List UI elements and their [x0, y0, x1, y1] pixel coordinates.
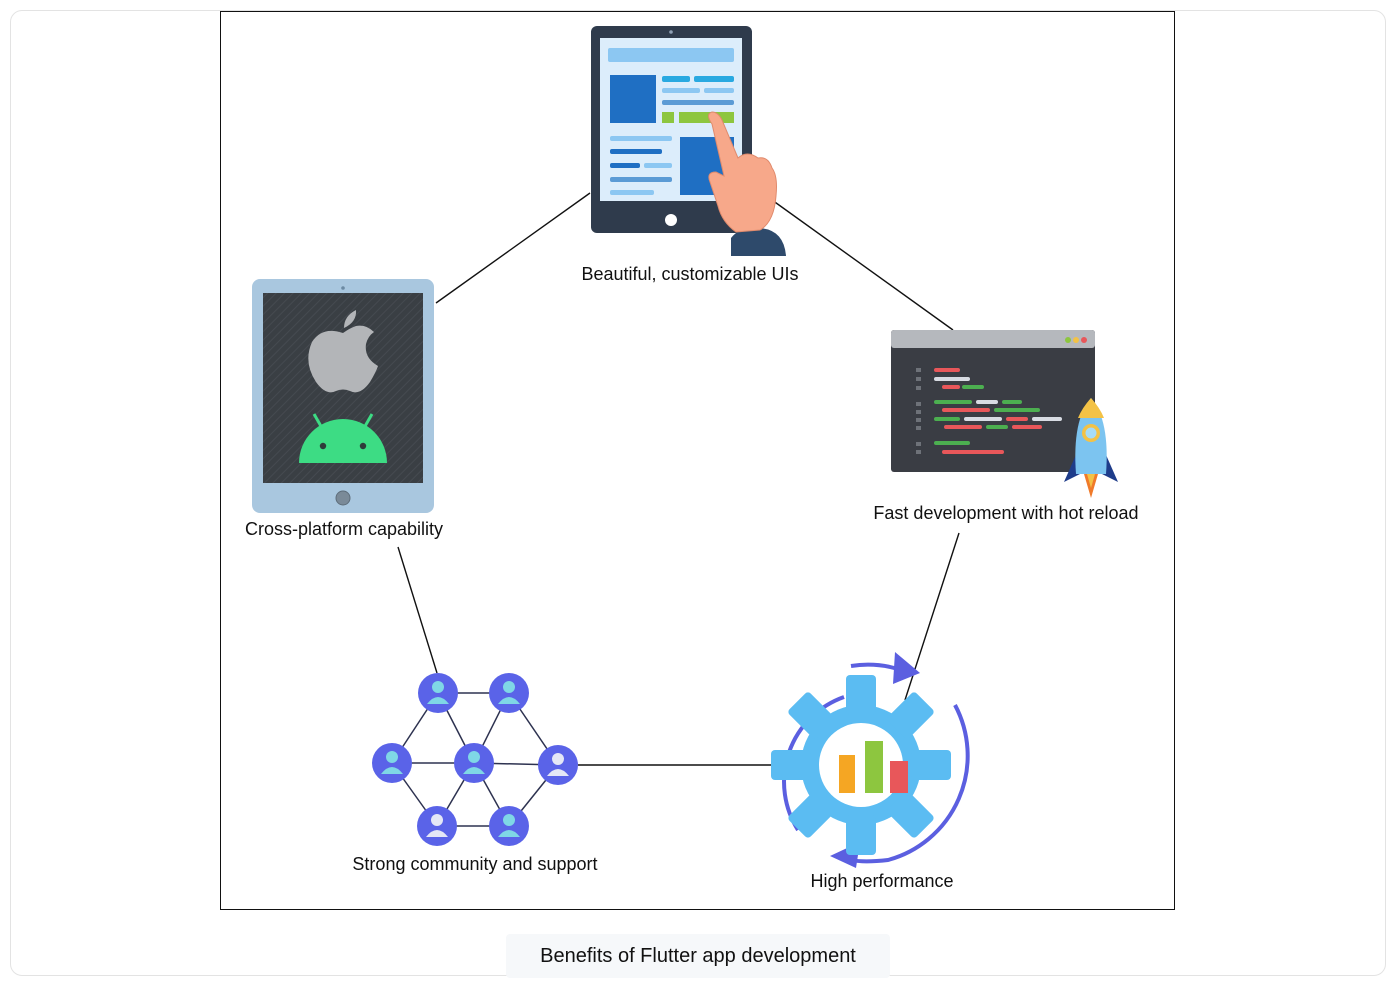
code-editor-rocket-icon	[891, 330, 1118, 498]
people-network-icon	[372, 673, 578, 846]
node-label-community: Strong community and support	[352, 854, 598, 874]
caption-text: Benefits of Flutter app development	[540, 944, 856, 967]
figure-caption: Benefits of Flutter app development	[506, 934, 890, 978]
edge-ui-hot-reload	[771, 199, 954, 331]
diagram-edges	[397, 192, 960, 766]
node-label-cross-platform: Cross-platform capability	[244, 519, 444, 539]
node-label-hot-reload: Fast development with hot reload	[873, 503, 1139, 523]
tablet-apple-android-icon	[252, 279, 434, 513]
edge-cross-platform-ui	[435, 192, 591, 304]
tablet-touch-icon	[591, 26, 786, 256]
node-label-performance: High performance	[810, 871, 954, 891]
node-label-ui: Beautiful, customizable UIs	[581, 264, 799, 284]
edge-community-cross-platform	[397, 546, 438, 674]
gear-chart-icon	[771, 652, 970, 868]
